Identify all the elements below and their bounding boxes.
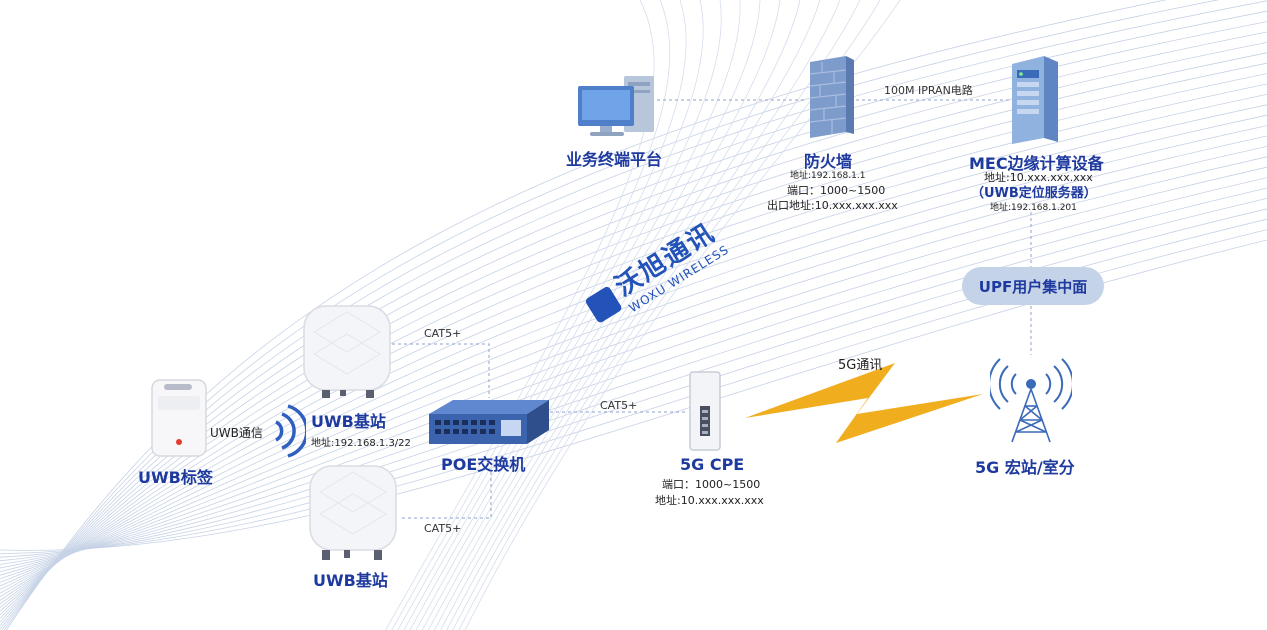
wave-line: [0, 21, 1267, 626]
wave-line: [391, 0, 671, 630]
link-label-cat5-top: CAT5+: [424, 327, 462, 340]
cell-tower-icon: [990, 358, 1072, 443]
wave-line: [385, 0, 655, 630]
wave-line: [0, 146, 1267, 583]
desktop-computer-icon: [578, 76, 654, 136]
firewall-title: 防火墙: [804, 152, 853, 171]
link-uwb1-poe: [392, 343, 490, 398]
wave-line: [0, 104, 1267, 598]
wave-line: [446, 0, 841, 630]
wave-line: [0, 125, 1267, 590]
cpe-title: 5G CPE: [680, 455, 745, 474]
firewall-icon: [809, 56, 854, 138]
mec-title: MEC边缘计算设备: [969, 154, 1104, 173]
uwb-tag-title: UWB标签: [138, 468, 213, 487]
wave-line: [409, 0, 722, 630]
cpe-address: 地址:10.xxx.xxx.xxx: [655, 494, 764, 507]
wave-line: [0, 94, 1267, 601]
cpe-router-icon: [689, 371, 721, 451]
wave-line: [452, 0, 861, 630]
uwb-anchor-icon: [303, 305, 391, 398]
wave-line: [415, 0, 741, 630]
wave-line: [0, 156, 1267, 580]
link-label-cat5-bot: CAT5+: [424, 522, 462, 535]
firewall-port: 端口：1000~1500: [787, 184, 886, 197]
wave-line: [434, 0, 801, 630]
link-label-iptran: 100M IPRAN电路: [884, 84, 973, 97]
mec-address-2: 地址:192.168.1.201: [990, 203, 1077, 213]
mec-address: 地址:10.xxx.xxx.xxx: [984, 171, 1093, 184]
wave-line: [0, 52, 1267, 616]
link-label-uwb: UWB通信: [210, 426, 263, 440]
wave-line: [397, 0, 687, 630]
wave-line: [0, 31, 1267, 623]
wave-line: [0, 73, 1267, 608]
link-label-5g: 5G通讯: [838, 358, 883, 373]
wave-line: [403, 0, 704, 630]
uwb-tag-icon: [151, 379, 207, 457]
signal-waves-icon: [275, 404, 306, 458]
poe-title: POE交换机: [441, 455, 526, 474]
platform-title: 业务终端平台: [566, 150, 663, 169]
upf-badge: UPF用户集中面: [962, 267, 1104, 305]
uwb-anchor-title-1: UWB基站: [311, 412, 386, 431]
wave-line: [427, 0, 781, 630]
firewall-address: 地址:192.168.1.1: [790, 171, 866, 181]
wave-line: [0, 166, 1267, 576]
wave-line: [0, 42, 1267, 619]
wave-line: [0, 62, 1267, 612]
server-icon: [1012, 56, 1058, 144]
wave-line: [458, 0, 881, 630]
mec-subtitle: （UWB定位服务器）: [971, 186, 1097, 201]
lightning-bolt: [745, 363, 983, 443]
wave-line: [0, 177, 1267, 572]
tower-title: 5G 宏站/室分: [975, 458, 1075, 477]
uwb-anchor-address-1: 地址:192.168.1.3/22: [311, 438, 411, 449]
firewall-exit-address: 出口地址:10.xxx.xxx.xxx: [767, 199, 898, 212]
cpe-port: 端口：1000~1500: [662, 478, 761, 491]
wave-line: [0, 83, 1267, 605]
wave-line: [421, 0, 761, 630]
wave-line: [0, 10, 1267, 630]
wave-line: [0, 114, 1267, 594]
network-switch-icon: [429, 400, 549, 444]
link-uwb2-poe: [402, 470, 492, 519]
uwb-anchor-icon: [309, 465, 397, 560]
wave-line: [0, 135, 1267, 587]
link-label-cat5-mid: CAT5+: [600, 399, 638, 412]
wave-line: [440, 0, 821, 630]
wave-line: [464, 0, 901, 630]
uwb-anchor-title-2: UWB基站: [313, 571, 388, 590]
